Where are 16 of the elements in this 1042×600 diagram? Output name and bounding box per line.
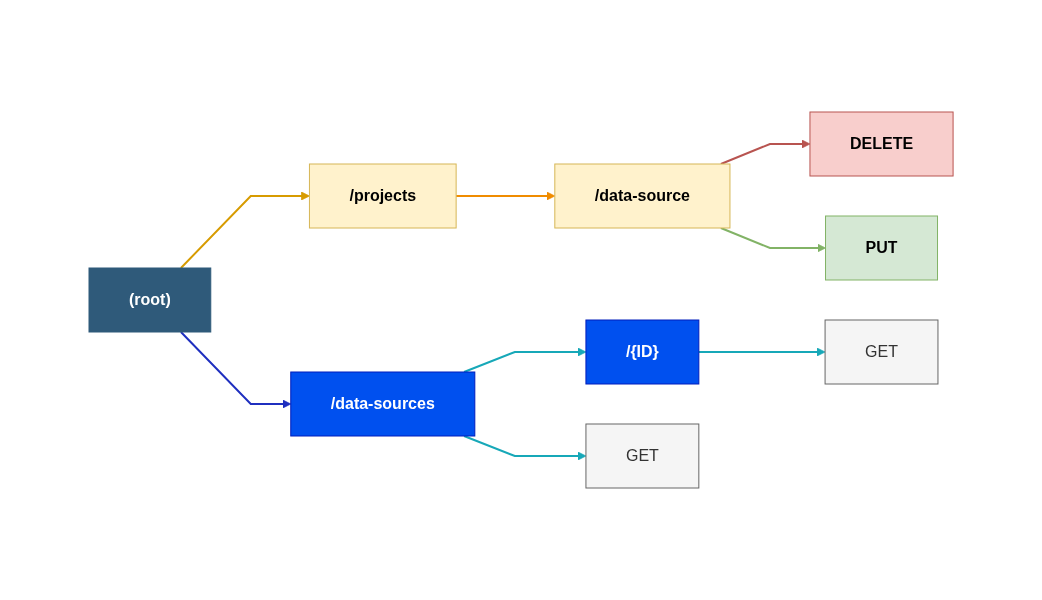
arrow <box>719 139 811 165</box>
node-box: /data-source <box>554 163 731 229</box>
arrow <box>697 347 826 357</box>
node-box: /projects <box>308 163 457 229</box>
arrow <box>463 347 587 373</box>
arrow <box>463 435 587 461</box>
node-box: GET <box>585 423 700 489</box>
node-box: PUT <box>824 215 938 281</box>
node-box: DELETE <box>809 111 954 177</box>
node-box: /{ID} <box>585 319 700 385</box>
arrow <box>455 191 556 201</box>
arrow <box>179 191 310 269</box>
node-box: (root) <box>88 267 212 333</box>
arrow <box>179 331 292 409</box>
node-box: /data-sources <box>290 371 476 437</box>
node-box: GET <box>824 319 939 385</box>
